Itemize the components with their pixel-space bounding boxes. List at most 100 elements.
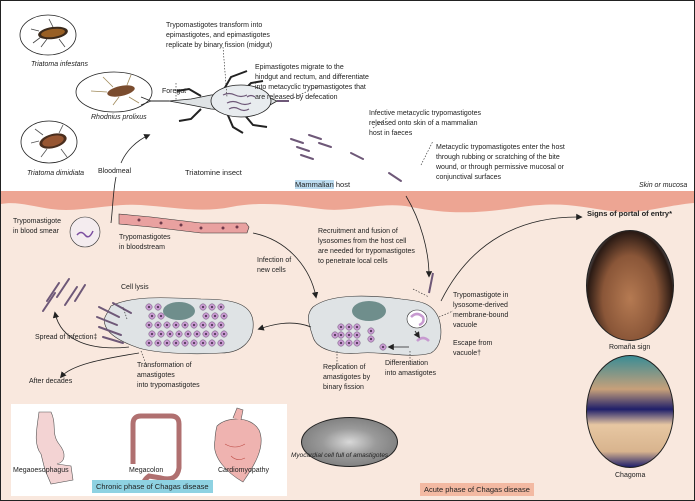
amastigote-nucleus — [169, 333, 171, 335]
cardiomyopathy-label: Cardiomyopathy — [218, 467, 269, 474]
amastigote-nucleus — [211, 324, 213, 326]
amastigote-nucleus — [166, 342, 168, 344]
infected-host-cell — [308, 272, 442, 356]
amastigote-nucleus — [370, 338, 372, 340]
amastigote-nucleus — [178, 333, 180, 335]
amastigote-nucleus — [220, 306, 222, 308]
amastigote-nucleus — [196, 333, 198, 335]
myocardial-cell-label: Myocardial cell full of amastigotes — [291, 452, 389, 459]
host-text: host — [333, 180, 351, 189]
amastigote-nucleus — [166, 324, 168, 326]
amastigote-nucleus — [356, 334, 358, 336]
amastigote-nucleus — [223, 333, 225, 335]
free-trypomastigotes — [42, 278, 86, 312]
amastigote-nucleus — [211, 306, 213, 308]
amastigote-nucleus — [184, 342, 186, 344]
amastigote-nucleus — [348, 326, 350, 328]
amastigote-nucleus — [160, 315, 162, 317]
species-oval-rhodnius-prolixus — [75, 71, 153, 113]
amastigote-nucleus — [356, 342, 358, 344]
bloodstream-label: Trypomastigotes in bloodstream — [119, 234, 171, 251]
romana-sign-photo — [586, 230, 674, 341]
chronic-phase-panel: Megaoesophagus Megacolon Cardiomyopathy … — [11, 404, 287, 496]
amastigote-nucleus — [184, 324, 186, 326]
amastigote-nucleus — [334, 334, 336, 336]
amastigote-nucleus — [193, 342, 195, 344]
midgut-step-label: Trypomastigotes transform into epimastig… — [166, 22, 273, 49]
amastigote-nucleus — [348, 342, 350, 344]
amastigote-nucleus — [214, 315, 216, 317]
amastigote-nucleus — [157, 324, 159, 326]
foregut-label: Foregut — [162, 88, 187, 95]
infection-new-cells-label: Infection of new cells — [257, 257, 292, 274]
amastigote-nucleus — [348, 334, 350, 336]
after-decades-label: After decades — [29, 378, 73, 385]
amastigote-nucleus — [205, 315, 207, 317]
megacolon-illustration — [130, 413, 182, 490]
chronic-organs-art — [35, 407, 262, 490]
amastigote-nucleus — [356, 326, 358, 328]
myocardial-cell-micrograph — [301, 417, 398, 467]
amastigote-nucleus — [202, 342, 204, 344]
amastigote-nucleus — [148, 342, 150, 344]
escape-vacuole-label: Escape from vacuole† — [453, 340, 493, 357]
amastigote-nucleus — [223, 315, 225, 317]
megacolon-label: Megacolon — [129, 467, 164, 474]
cell-lysis-label: Cell lysis — [121, 284, 149, 291]
amastigote-nucleus — [340, 326, 342, 328]
amastigote-nucleus — [382, 346, 384, 348]
lysosome-recruitment-label: Recruitment and fusion of lysosomes from… — [318, 228, 415, 265]
chagoma-label: Chagoma — [615, 472, 646, 479]
triatomine-insect-illustration — [140, 70, 289, 134]
species-label-rhodnius-prolixus: Rhodnius prolixus — [91, 114, 147, 121]
chagoma-photo — [586, 355, 674, 468]
chronic-phase-badge: Chronic phase of Chagas disease — [92, 480, 213, 493]
blood-smear-circle — [69, 216, 101, 248]
vacuole-label: Trypomastigote in lysosome-derived membr… — [453, 292, 509, 329]
metacyclic-trypomastigotes — [290, 134, 402, 182]
blood-smear-label: Trypomastigote in blood smear — [13, 218, 61, 235]
amastigote-nucleus — [211, 342, 213, 344]
amastigote-nucleus — [157, 306, 159, 308]
spread-infection-label: Spread of infection‡ — [35, 334, 98, 341]
romana-sign-label: Romaña sign — [609, 344, 651, 351]
species-oval-triatoma-infestans — [19, 14, 77, 56]
amastigote-nucleus — [202, 306, 204, 308]
amastigote-nucleus — [148, 324, 150, 326]
portal-signs-label: Signs of portal of entry* — [587, 209, 673, 218]
amastigote-nucleus — [193, 324, 195, 326]
amastigote-nucleus — [175, 324, 177, 326]
amastigote-nucleus — [202, 324, 204, 326]
differentiation-label: Differentiation into amastigotes — [385, 360, 436, 377]
transformation-label: Transformation of amastigotes into trypo… — [137, 362, 200, 389]
bloodmeal-arrow — [120, 134, 151, 164]
mammalian-host-label: Mammalian host — [295, 180, 350, 190]
lysing-host-cell — [96, 297, 254, 355]
amastigote-nucleus — [220, 342, 222, 344]
faeces-step-label: Infective metacyclic trypomastigotes rel… — [369, 110, 482, 137]
megaoesophagus-label: Megaoesophagus — [13, 467, 69, 474]
species-oval-triatoma-dimidiata — [20, 120, 78, 164]
species-label-triatoma-infestans: Triatoma infestans — [31, 61, 89, 68]
megaoesophagus-illustration — [35, 411, 74, 485]
amastigote-nucleus — [340, 334, 342, 336]
acute-phase-badge: Acute phase of Chagas disease — [420, 483, 534, 496]
amastigote-nucleus — [370, 330, 372, 332]
amastigote-nucleus — [340, 342, 342, 344]
blood-vessel — [118, 213, 250, 234]
bloodmeal-label: Bloodmeal — [98, 168, 132, 175]
hindgut-step-label: Epimastigotes migrate to the hindgut and… — [255, 64, 369, 101]
amastigote-nucleus — [220, 324, 222, 326]
amastigote-nucleus — [214, 333, 216, 335]
amastigote-nucleus — [151, 333, 153, 335]
species-label-triatoma-dimidiata: Triatoma dimidiata — [27, 170, 85, 177]
amastigote-nucleus — [160, 333, 162, 335]
entry-step-label: Metacyclic trypomastigotes enter the hos… — [436, 144, 565, 181]
amastigote-nucleus — [157, 342, 159, 344]
amastigote-nucleus — [151, 315, 153, 317]
heart-illustration — [214, 407, 262, 483]
amastigote-nucleus — [148, 306, 150, 308]
amastigote-nucleus — [175, 342, 177, 344]
